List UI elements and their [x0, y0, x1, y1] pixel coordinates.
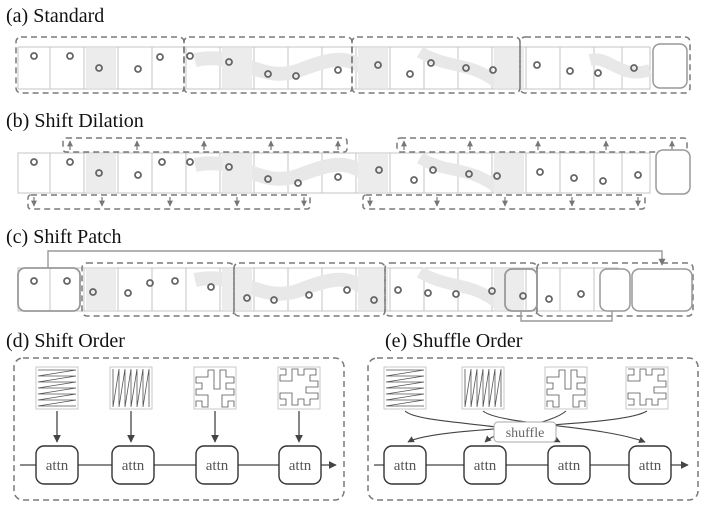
dilation-groups — [27, 137, 688, 210]
trans-hilbert-icon — [625, 366, 669, 410]
z-order-icon — [35, 366, 79, 410]
attn-block: attn — [195, 445, 239, 485]
svg-text:attn: attn — [289, 458, 312, 474]
trans-hilbert-icon — [277, 366, 321, 410]
svg-text:attn: attn — [206, 458, 229, 474]
panel-frame — [13, 357, 345, 501]
row-shift-patch — [17, 250, 694, 322]
svg-text:attn: attn — [639, 458, 662, 474]
panel-shuffle-order: shuffle attn attn attn attn — [367, 357, 699, 501]
svg-text:attn: attn — [474, 458, 497, 474]
svg-text:attn: attn — [394, 458, 417, 474]
token-dots — [30, 277, 585, 304]
attn-block: attn — [111, 445, 155, 485]
row-shift-dilation — [17, 137, 691, 210]
label-shift-patch: (c) Shift Patch — [6, 226, 122, 248]
attn-block: attn — [547, 445, 591, 485]
svg-text:shuffle: shuffle — [506, 426, 545, 441]
padding-cell — [655, 149, 691, 195]
trans-z-order-icon — [461, 366, 505, 410]
trans-z-order-icon — [109, 366, 153, 410]
token-dots — [30, 52, 638, 80]
attn-block: attn — [628, 445, 672, 485]
token-dots — [30, 158, 642, 187]
label-standard: (a) Standard — [6, 5, 104, 27]
padding-cell — [652, 43, 688, 89]
wrap-connectors — [47, 250, 666, 322]
row-standard — [15, 36, 691, 94]
attn-block: attn — [278, 445, 322, 485]
order-arrows — [53, 411, 303, 443]
dilation-arrows — [31, 140, 675, 207]
hilbert-icon — [193, 366, 237, 410]
panel-frame — [367, 357, 699, 501]
label-shift-order: (d) Shift Order — [6, 330, 125, 352]
panel-shift-order: attn attn attn attn — [13, 357, 345, 501]
cell-strip — [17, 46, 652, 90]
wrapped-patch — [17, 267, 81, 312]
shifted-patch-groups — [81, 262, 694, 317]
label-shift-dilation: (b) Shift Dilation — [6, 110, 144, 132]
svg-text:attn: attn — [46, 458, 69, 474]
attn-block: attn — [35, 445, 79, 485]
padding-cell — [599, 268, 631, 312]
label-shuffle-order: (e) Shuffle Order — [385, 330, 523, 352]
padding-cell — [631, 268, 693, 312]
hilbert-icon — [544, 366, 588, 410]
cell-strip — [17, 266, 619, 312]
svg-text:attn: attn — [122, 458, 145, 474]
attn-block: attn — [383, 445, 427, 485]
patch-groups — [15, 36, 691, 94]
z-order-icon — [383, 366, 427, 410]
cell-strip — [17, 152, 651, 195]
shuffle-box: shuffle — [493, 421, 557, 443]
svg-text:attn: attn — [558, 458, 581, 474]
attn-block: attn — [463, 445, 507, 485]
